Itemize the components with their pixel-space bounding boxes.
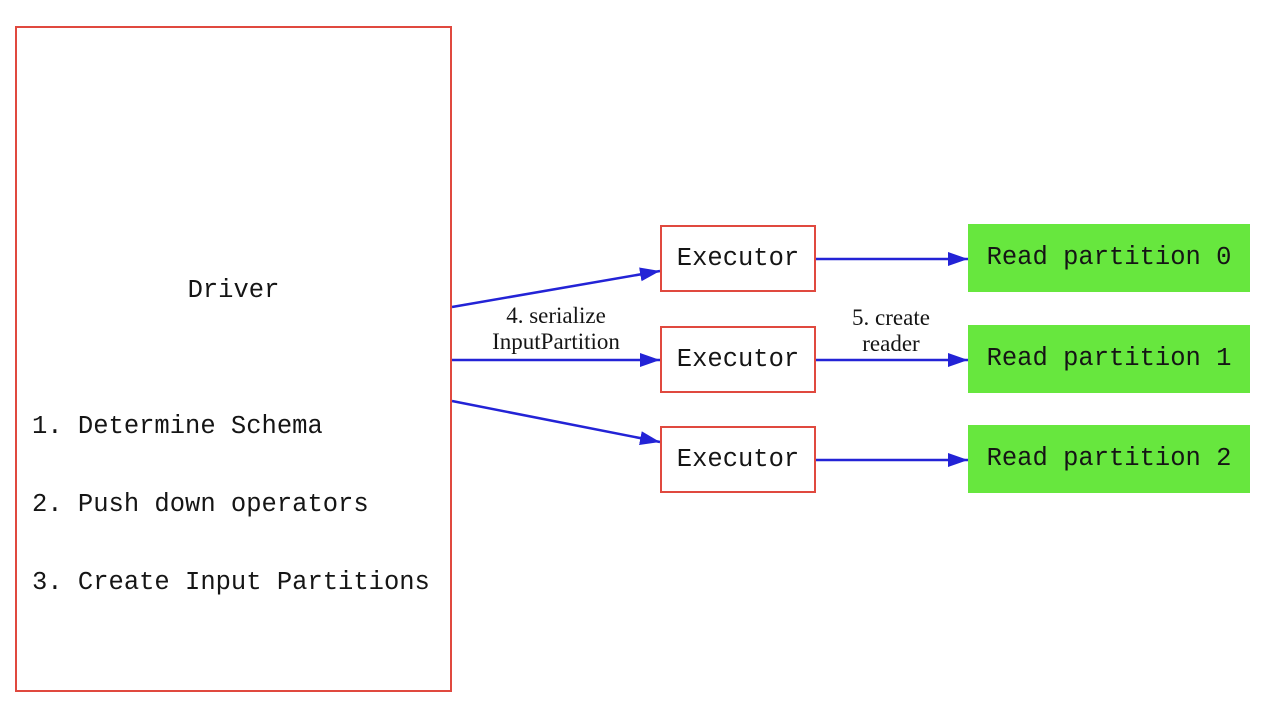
serialize-label-line1: 4. serialize — [506, 303, 606, 328]
serialize-inputpartition-label: 4. serialize InputPartition — [446, 303, 666, 355]
driver-step-2: 2. Push down operators — [32, 490, 369, 519]
arrow-driver-to-executor-3 — [451, 399, 661, 445]
read-partition-0-box: Read partition 0 — [968, 224, 1250, 292]
executor-box-2: Executor — [660, 326, 816, 393]
read-partition-2-box: Read partition 2 — [968, 425, 1250, 493]
read-partition-2-label: Read partition 2 — [986, 444, 1232, 473]
read-partition-0-label: Read partition 0 — [986, 243, 1232, 272]
driver-step-3: 3. Create Input Partitions — [32, 568, 430, 597]
arrow-driver-to-executor-1 — [451, 267, 661, 309]
reader-label-line2: reader — [862, 331, 920, 356]
executor-box-1: Executor — [660, 225, 816, 292]
executor-box-3: Executor — [660, 426, 816, 493]
executor-3-label: Executor — [676, 444, 800, 474]
create-reader-label: 5. create reader — [791, 305, 991, 357]
executor-1-label: Executor — [676, 243, 800, 273]
serialize-label-line2: InputPartition — [492, 329, 620, 354]
reader-label-line1: 5. create — [852, 305, 930, 330]
driver-step-1: 1. Determine Schema — [32, 412, 323, 441]
read-partition-1-label: Read partition 1 — [986, 344, 1232, 373]
executor-2-label: Executor — [676, 344, 800, 374]
driver-box: Driver 1. Determine Schema 2. Push down … — [15, 26, 452, 692]
driver-steps-list: 1. Determine Schema 2. Push down operato… — [32, 362, 430, 648]
read-partition-1-box: Read partition 1 — [968, 325, 1250, 393]
driver-title: Driver — [187, 276, 280, 305]
